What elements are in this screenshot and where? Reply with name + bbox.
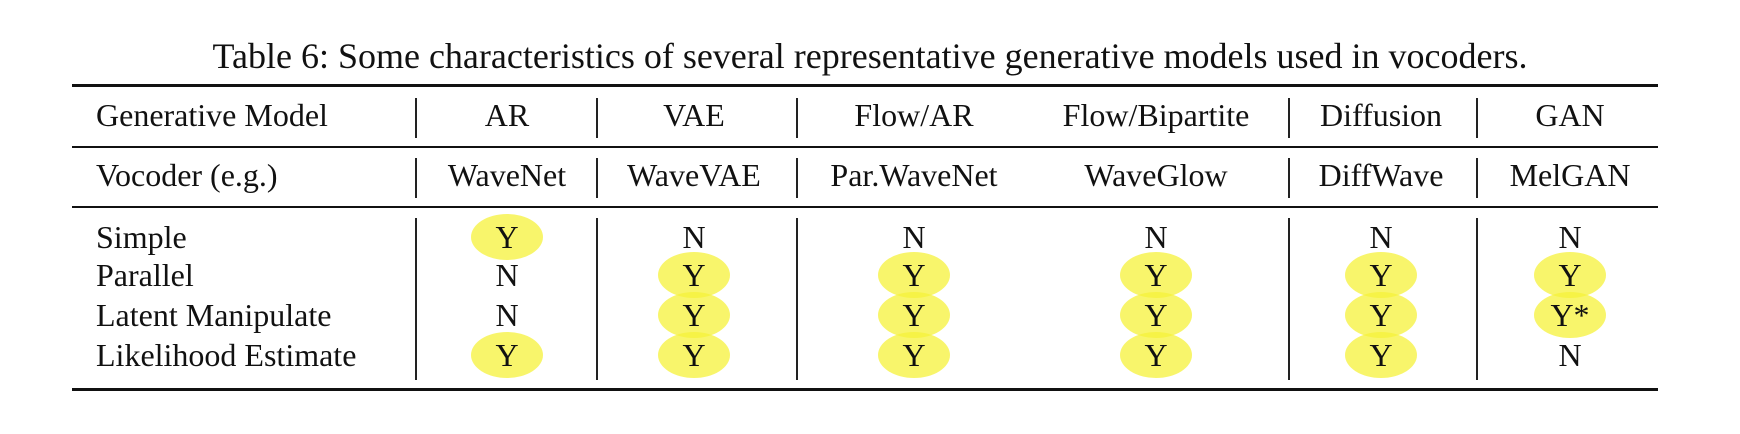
highlight-mark [658, 292, 730, 338]
vocoder-rule [72, 206, 1658, 208]
cell-flow-ar: Y [902, 257, 926, 293]
cell-flow-bipartite: Y [1144, 337, 1168, 373]
vocoder-waveglow: WaveGlow [1084, 157, 1228, 193]
vocoder-melgan: MelGAN [1509, 157, 1631, 193]
column-separator [1288, 218, 1290, 380]
cell-diffusion: Y [1369, 257, 1393, 293]
column-separator [415, 98, 417, 138]
cell-ar: Y [495, 337, 519, 373]
cell-flow-ar: Y [902, 337, 926, 373]
cell-gan: N [1558, 337, 1582, 373]
column-separator [596, 98, 598, 138]
highlight-mark [1534, 252, 1606, 298]
cell-flow-bipartite: Y [1144, 257, 1168, 293]
header-rule [72, 146, 1658, 148]
table-caption: Table 6: Some characteristics of several… [212, 36, 1528, 76]
highlight-mark [471, 214, 543, 260]
cell-diffusion: Y [1369, 297, 1393, 333]
column-separator [1476, 218, 1478, 380]
highlight-mark [878, 292, 950, 338]
highlight-mark [1120, 252, 1192, 298]
row-label: Latent Manipulate [96, 297, 332, 333]
vocoder-row-label: Vocoder (e.g.) [96, 157, 278, 193]
column-separator [1288, 98, 1290, 138]
column-header-flow-bipartite: Flow/Bipartite [1062, 97, 1250, 133]
cell-ar: Y [495, 219, 519, 255]
highlight-mark [1120, 292, 1192, 338]
column-separator [596, 158, 598, 198]
highlight-mark [1345, 292, 1417, 338]
column-separator [415, 158, 417, 198]
column-header-diffusion: Diffusion [1319, 97, 1443, 133]
column-separator [796, 98, 798, 138]
column-separator [1476, 98, 1478, 138]
cell-ar: N [495, 297, 519, 333]
column-header-vae: VAE [663, 97, 725, 133]
cell-gan: Y* [1550, 297, 1590, 333]
cell-gan: N [1558, 219, 1582, 255]
highlight-mark [471, 332, 543, 378]
cell-vae: Y [682, 257, 706, 293]
highlight-mark [1120, 332, 1192, 378]
cell-flow-bipartite: Y [1144, 297, 1168, 333]
column-separator [796, 158, 798, 198]
row-label: Parallel [96, 257, 194, 293]
highlight-mark [658, 252, 730, 298]
vocoder-wavenet: WaveNet [447, 157, 567, 193]
row-label: Simple [96, 219, 187, 255]
highlight-mark [1345, 252, 1417, 298]
column-separator [596, 218, 598, 380]
column-header-flow-ar: Flow/AR [854, 97, 974, 133]
column-separator [796, 218, 798, 380]
row-label: Likelihood Estimate [96, 337, 357, 373]
column-header-gan: GAN [1535, 97, 1605, 133]
column-separator [1476, 158, 1478, 198]
highlight-mark [1534, 292, 1606, 338]
top-rule [72, 84, 1658, 87]
cell-ar: N [495, 257, 519, 293]
bottom-rule [72, 388, 1658, 391]
cell-diffusion: N [1369, 219, 1393, 255]
vocoder-wavevae: WaveVAE [627, 157, 761, 193]
cell-flow-ar: Y [902, 297, 926, 333]
highlight-mark [658, 332, 730, 378]
cell-gan: Y [1558, 257, 1582, 293]
highlight-mark [1345, 332, 1417, 378]
cell-vae: N [682, 219, 706, 255]
cell-flow-bipartite: N [1144, 219, 1168, 255]
cell-vae: Y [682, 297, 706, 333]
cell-diffusion: Y [1369, 337, 1393, 373]
header-label: Generative Model [96, 97, 328, 133]
column-separator [1288, 158, 1290, 198]
column-header-ar: AR [484, 97, 530, 133]
highlight-mark [878, 332, 950, 378]
vocoder-parwavenet: Par.WaveNet [830, 157, 998, 193]
column-separator [415, 218, 417, 380]
cell-vae: Y [682, 337, 706, 373]
highlight-mark [878, 252, 950, 298]
vocoder-diffwave: DiffWave [1318, 157, 1444, 193]
cell-flow-ar: N [902, 219, 926, 255]
